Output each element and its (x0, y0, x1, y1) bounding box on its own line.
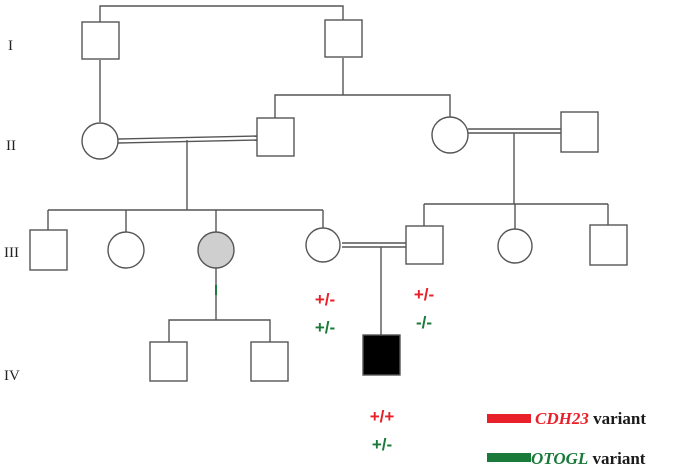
individual-iii-7-male (589, 224, 628, 266)
individual-iii-4-female-mother (305, 227, 341, 263)
legend: CDH23 variant OTOGL variant (487, 409, 646, 468)
genotype-father-otogl: -/- (416, 313, 432, 332)
legend-label-otogl: OTOGL variant (531, 449, 646, 468)
individual-iii-5-male-father (405, 225, 444, 265)
individual-iii-2-female (107, 231, 145, 269)
generation-label-ii: II (6, 138, 16, 154)
individual-iii-1-male (29, 229, 68, 271)
genotype-mother-cdh23: +/- (315, 290, 335, 309)
individual-iv-1-male (149, 341, 188, 382)
individual-iv-3-proband-affected (362, 334, 401, 376)
individual-i-1-male (81, 21, 120, 60)
individual-ii-3-female (431, 116, 469, 154)
individual-ii-1-female (81, 122, 119, 160)
legend-swatch-otogl (487, 453, 531, 462)
genotype-father-cdh23: +/- (414, 285, 434, 304)
genotype-proband-cdh23: +/+ (370, 407, 395, 426)
pedigree-lines (47, 5, 609, 342)
individual-ii-4-male (560, 111, 599, 153)
legend-swatch-cdh23 (487, 414, 531, 423)
genotype-mother-otogl: +/- (315, 318, 335, 337)
individual-ii-2-male (256, 117, 295, 157)
genotype-proband-otogl: +/- (372, 435, 392, 454)
individual-i-2-male (324, 19, 363, 58)
generation-label-i: I (8, 38, 13, 54)
legend-label-cdh23: CDH23 variant (535, 409, 646, 428)
generation-label-iv: IV (4, 368, 20, 384)
generation-label-iii: III (4, 245, 19, 261)
individual-iii-3-female-carrier (197, 231, 235, 269)
individual-iii-6-female (497, 228, 533, 264)
individual-iv-2-male (250, 341, 289, 382)
